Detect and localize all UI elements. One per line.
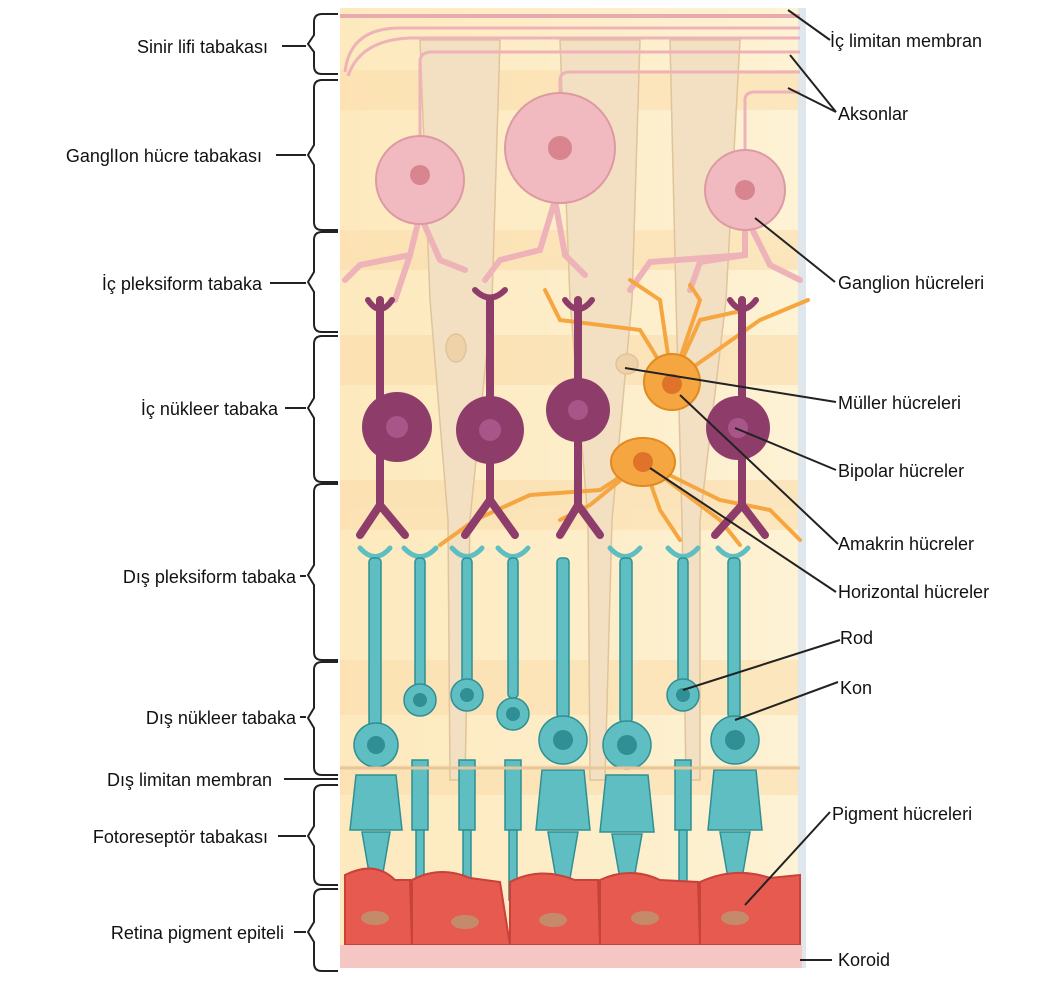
label-amakrin: Amakrin hücreler xyxy=(838,534,974,554)
label-rpe: Retina pigment epiteli xyxy=(111,923,284,943)
left-brackets xyxy=(308,14,338,971)
label-fotoreseptor: Fotoreseptör tabakası xyxy=(93,827,268,847)
pigment-cell xyxy=(412,872,510,945)
bracket-dis-nukleer xyxy=(308,662,338,775)
pigment-cell xyxy=(510,873,600,945)
bracket-ganglion xyxy=(308,80,338,230)
pigment-epithelium xyxy=(345,869,800,945)
label-ic-limitan: İç limitan membran xyxy=(830,31,982,51)
ganglion-nucleus xyxy=(548,136,572,160)
label-rod: Rod xyxy=(840,628,873,648)
label-ganglion-hucreleri: Ganglion hücreleri xyxy=(838,273,984,293)
ganglion-nucleus xyxy=(735,180,755,200)
label-muller: Müller hücreleri xyxy=(838,393,961,413)
bracket-sinir-lifi xyxy=(308,14,338,74)
label-dis-limitan: Dış limitan membran xyxy=(107,770,272,790)
label-horizontal: Horizontal hücreler xyxy=(838,582,989,602)
label-bipolar: Bipolar hücreler xyxy=(838,461,964,481)
bracket-dis-pleksiform xyxy=(308,484,338,660)
label-kon: Kon xyxy=(840,678,872,698)
pigment-cell xyxy=(345,869,412,945)
tissue-side-edge xyxy=(798,8,806,968)
label-ic-nukleer: İç nükleer tabaka xyxy=(141,399,279,419)
left-leader-lines xyxy=(270,46,338,932)
label-sinir-lifi: Sinir lifi tabakası xyxy=(137,37,268,57)
pigment-cell xyxy=(600,873,700,945)
muller-nucleus xyxy=(616,354,638,374)
label-dis-nukleer: Dış nükleer tabaka xyxy=(146,708,297,728)
bracket-ic-pleksiform xyxy=(308,232,338,332)
bracket-ic-nukleer xyxy=(308,336,338,482)
muller-nucleus xyxy=(446,334,466,362)
label-pigment: Pigment hücreleri xyxy=(832,804,972,824)
label-aksonlar: Aksonlar xyxy=(838,104,908,124)
choroid xyxy=(340,945,802,968)
bipolar-nucleus xyxy=(568,400,588,420)
pigment-cell xyxy=(700,873,800,945)
label-ganglion-tabaka: GanglIon hücre tabakası xyxy=(66,146,262,166)
bipolar-nucleus xyxy=(728,418,748,438)
bipolar-nucleus xyxy=(479,419,501,441)
right-labels: İç limitan membran Aksonlar Ganglion hüc… xyxy=(830,31,989,970)
bipolar-nucleus xyxy=(386,416,408,438)
bracket-rpe xyxy=(308,889,338,971)
ganglion-nucleus xyxy=(410,165,430,185)
label-dis-pleksiform: Dış pleksiform tabaka xyxy=(123,567,297,587)
left-labels: Sinir lifi tabakası GanglIon hücre tabak… xyxy=(66,37,297,943)
label-ic-pleksiform: İç pleksiform tabaka xyxy=(102,274,263,294)
label-koroid: Koroid xyxy=(838,950,890,970)
bracket-fotoreseptor xyxy=(308,785,338,885)
